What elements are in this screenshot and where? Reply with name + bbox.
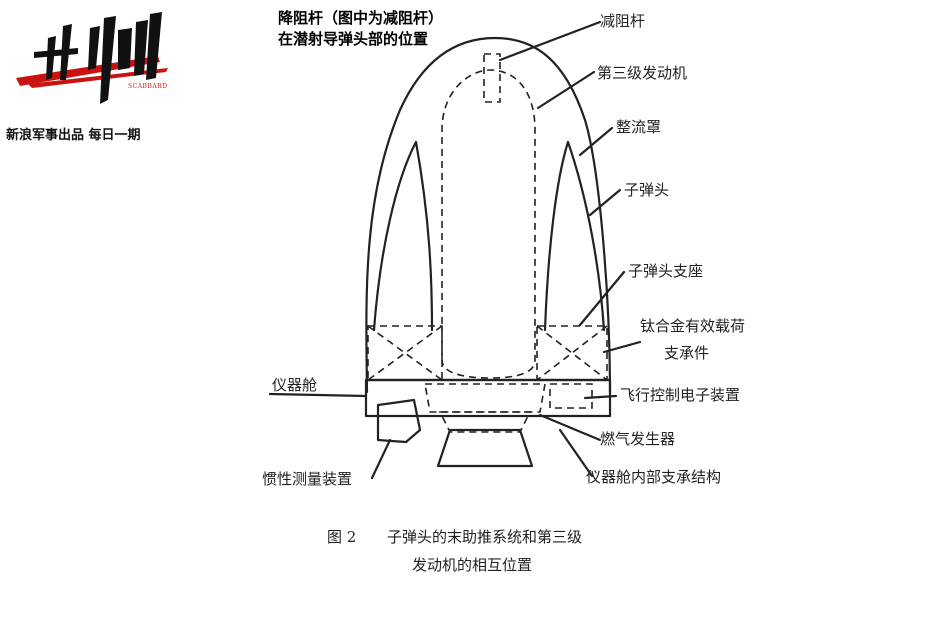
leader-ti-support: [602, 340, 642, 354]
leader-imu: [370, 438, 392, 480]
gas-generator-body: [438, 411, 532, 433]
label-flight-control: 飞行控制电子装置: [620, 386, 741, 404]
fairing-outline: [365, 36, 612, 394]
mount-left-diag-1: [367, 325, 443, 381]
label-drag-rod: 减阻杆: [600, 12, 646, 30]
leader-instrument-bay: [268, 392, 368, 398]
annotation-line-1: 降阻杆（图中为减阻杆）: [278, 9, 444, 27]
label-third-stage: 第三级发动机: [597, 64, 688, 82]
mount-left-diag-2: [367, 325, 443, 381]
internal-support: [424, 383, 546, 413]
instrument-bay-outline: [364, 378, 612, 418]
gas-generator-nozzle: [436, 428, 534, 468]
logo-english-name: SCABBARD: [128, 83, 168, 90]
leader-drag-rod: [498, 20, 602, 62]
figure-number: 图 2: [327, 528, 357, 546]
label-ti-support-1: 钛合金有效载荷: [640, 317, 746, 335]
caption-line-2: 发动机的相互位置: [412, 556, 533, 574]
leader-third-stage: [536, 70, 596, 110]
logo-tagline: 新浪军事出品 每日一期: [6, 128, 141, 143]
annotation-line-2: 在潜射导弹头部的位置: [278, 30, 429, 48]
third-stage-motor: [441, 69, 536, 379]
leader-warhead-mount: [578, 270, 626, 327]
sub-warhead-left: [372, 140, 434, 332]
leader-fairing: [578, 126, 614, 157]
scabbard-logo: [16, 12, 168, 104]
warhead-mount-left: [367, 325, 443, 381]
mount-right-diag-1: [536, 325, 608, 381]
caption-line-1: 子弹头的末助推系统和第三级: [387, 528, 583, 546]
warhead-mount-right: [536, 325, 608, 381]
flight-control-box: [549, 383, 593, 409]
label-instrument-bay: 仪器舱: [272, 376, 318, 394]
logo-red-slash-2: [28, 68, 168, 88]
label-warhead-mount: 子弹头支座: [628, 262, 704, 280]
sub-warhead-right: [543, 140, 606, 332]
leader-flight-control: [583, 394, 618, 400]
logo-brush-strokes: [34, 12, 162, 104]
label-gas-generator: 燃气发生器: [600, 430, 676, 448]
imu-box: [376, 398, 422, 444]
label-imu: 惯性测量装置: [262, 470, 353, 488]
label-sub-warhead: 子弹头: [624, 181, 670, 199]
leader-gas-generator: [538, 413, 602, 442]
annotation-note: 降阻杆（图中为减阻杆） 在潜射导弹头部的位置: [278, 8, 443, 50]
label-ti-support-2: 支承件: [664, 344, 710, 362]
drag-rod: [483, 53, 501, 103]
leader-internal-structure: [558, 428, 594, 478]
label-fairing: 整流罩: [616, 118, 662, 136]
leader-sub-warhead: [588, 188, 622, 217]
mount-right-diag-2: [536, 325, 608, 381]
label-internal-structure: 仪器舱内部支承结构: [586, 468, 722, 486]
